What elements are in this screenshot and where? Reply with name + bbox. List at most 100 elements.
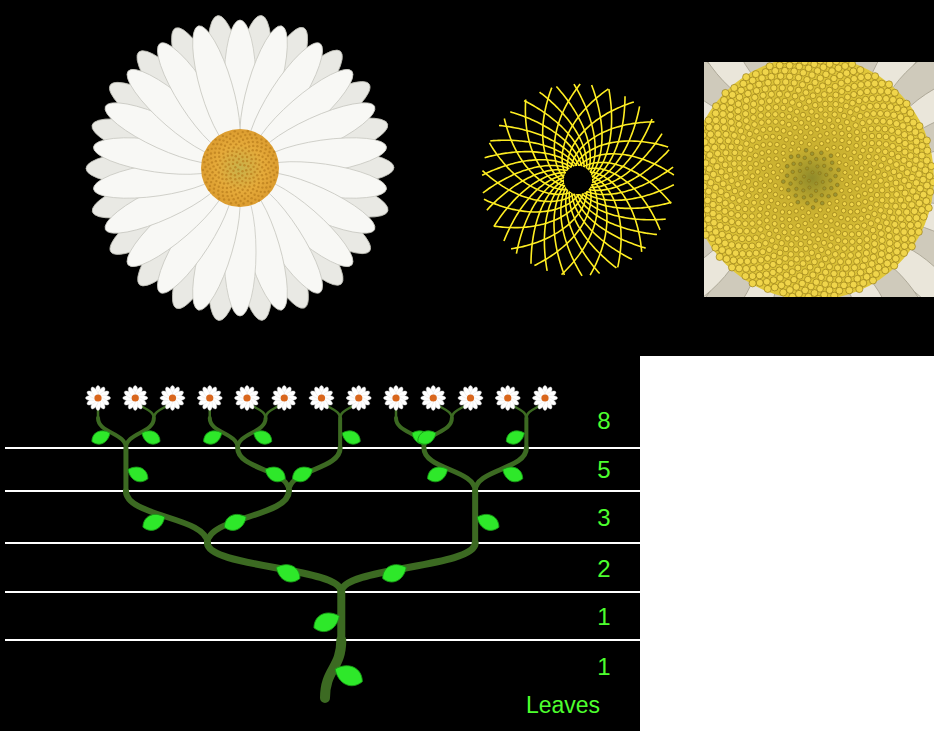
floret (722, 162, 728, 168)
floret (784, 92, 790, 98)
spiral-line (494, 173, 566, 227)
floret (770, 269, 776, 275)
floret (834, 206, 838, 210)
floret (854, 160, 859, 165)
floret (869, 95, 875, 101)
floret (746, 193, 751, 198)
floret (858, 74, 865, 81)
floret (826, 62, 833, 68)
floret (825, 79, 831, 85)
floret (803, 221, 807, 225)
floret (820, 201, 824, 205)
floret (786, 188, 790, 192)
spiral-line (510, 112, 581, 167)
floret (236, 181, 238, 183)
floret (713, 124, 720, 131)
floret (878, 231, 884, 237)
floret (220, 143, 222, 145)
floret (789, 148, 793, 152)
floret (895, 154, 901, 160)
floret (756, 279, 763, 286)
floret (722, 200, 728, 206)
floret (800, 112, 805, 117)
floret (885, 253, 892, 260)
floret (860, 105, 866, 111)
floret (789, 155, 793, 159)
floret (900, 249, 907, 256)
floret (704, 139, 708, 146)
floret (246, 173, 248, 175)
floret (776, 163, 780, 167)
floret (782, 203, 786, 207)
floret (785, 279, 792, 286)
floret (869, 277, 876, 284)
spiral-line (566, 189, 600, 273)
floret (229, 167, 231, 169)
floret (219, 167, 221, 169)
floret (794, 217, 798, 221)
floret (815, 182, 818, 185)
floret (244, 192, 246, 194)
floret (790, 100, 796, 106)
floret (258, 164, 260, 166)
floret (224, 160, 226, 162)
floret (228, 199, 230, 201)
floret (258, 182, 260, 184)
floret (744, 199, 749, 204)
floret (879, 188, 884, 193)
floret (883, 142, 889, 148)
floret (256, 190, 258, 192)
floret (798, 169, 801, 172)
floret (876, 95, 883, 102)
floret (709, 138, 716, 145)
floret (887, 104, 894, 111)
floret (909, 174, 915, 180)
floret (225, 178, 227, 180)
floret (781, 128, 786, 133)
floret (776, 176, 780, 180)
floret (207, 149, 209, 151)
floret (270, 158, 272, 160)
floret (853, 123, 858, 128)
spiral-line (561, 187, 582, 276)
floret (803, 235, 808, 240)
floret (742, 206, 747, 211)
spiral-lattice (482, 84, 674, 276)
floret (247, 141, 249, 143)
floret (857, 269, 864, 276)
floret (780, 223, 785, 228)
floret (704, 192, 706, 199)
floret (766, 205, 771, 210)
floret (738, 87, 745, 94)
floret (240, 144, 242, 146)
floret (796, 223, 801, 228)
floret (235, 151, 237, 153)
floret (253, 180, 255, 182)
floret (765, 79, 772, 86)
floret (871, 175, 876, 180)
stem (524, 418, 528, 448)
floret (750, 221, 756, 227)
floret (736, 121, 742, 127)
floret (767, 231, 772, 236)
floret (788, 107, 793, 112)
floret (840, 138, 845, 143)
spiral-line (592, 89, 612, 177)
floret (820, 64, 827, 71)
floret (776, 267, 782, 273)
floret (226, 187, 228, 189)
floret (231, 194, 233, 196)
floret (723, 174, 729, 180)
axis-title: Leaves (526, 694, 600, 717)
floret (260, 191, 262, 193)
floret (739, 251, 746, 258)
floret (809, 218, 813, 222)
floret (811, 232, 816, 237)
floret (917, 185, 924, 192)
floret (771, 170, 775, 174)
floret (764, 218, 769, 223)
floret (754, 129, 759, 134)
floret (833, 92, 839, 98)
floret (740, 135, 746, 141)
floret (920, 176, 927, 183)
